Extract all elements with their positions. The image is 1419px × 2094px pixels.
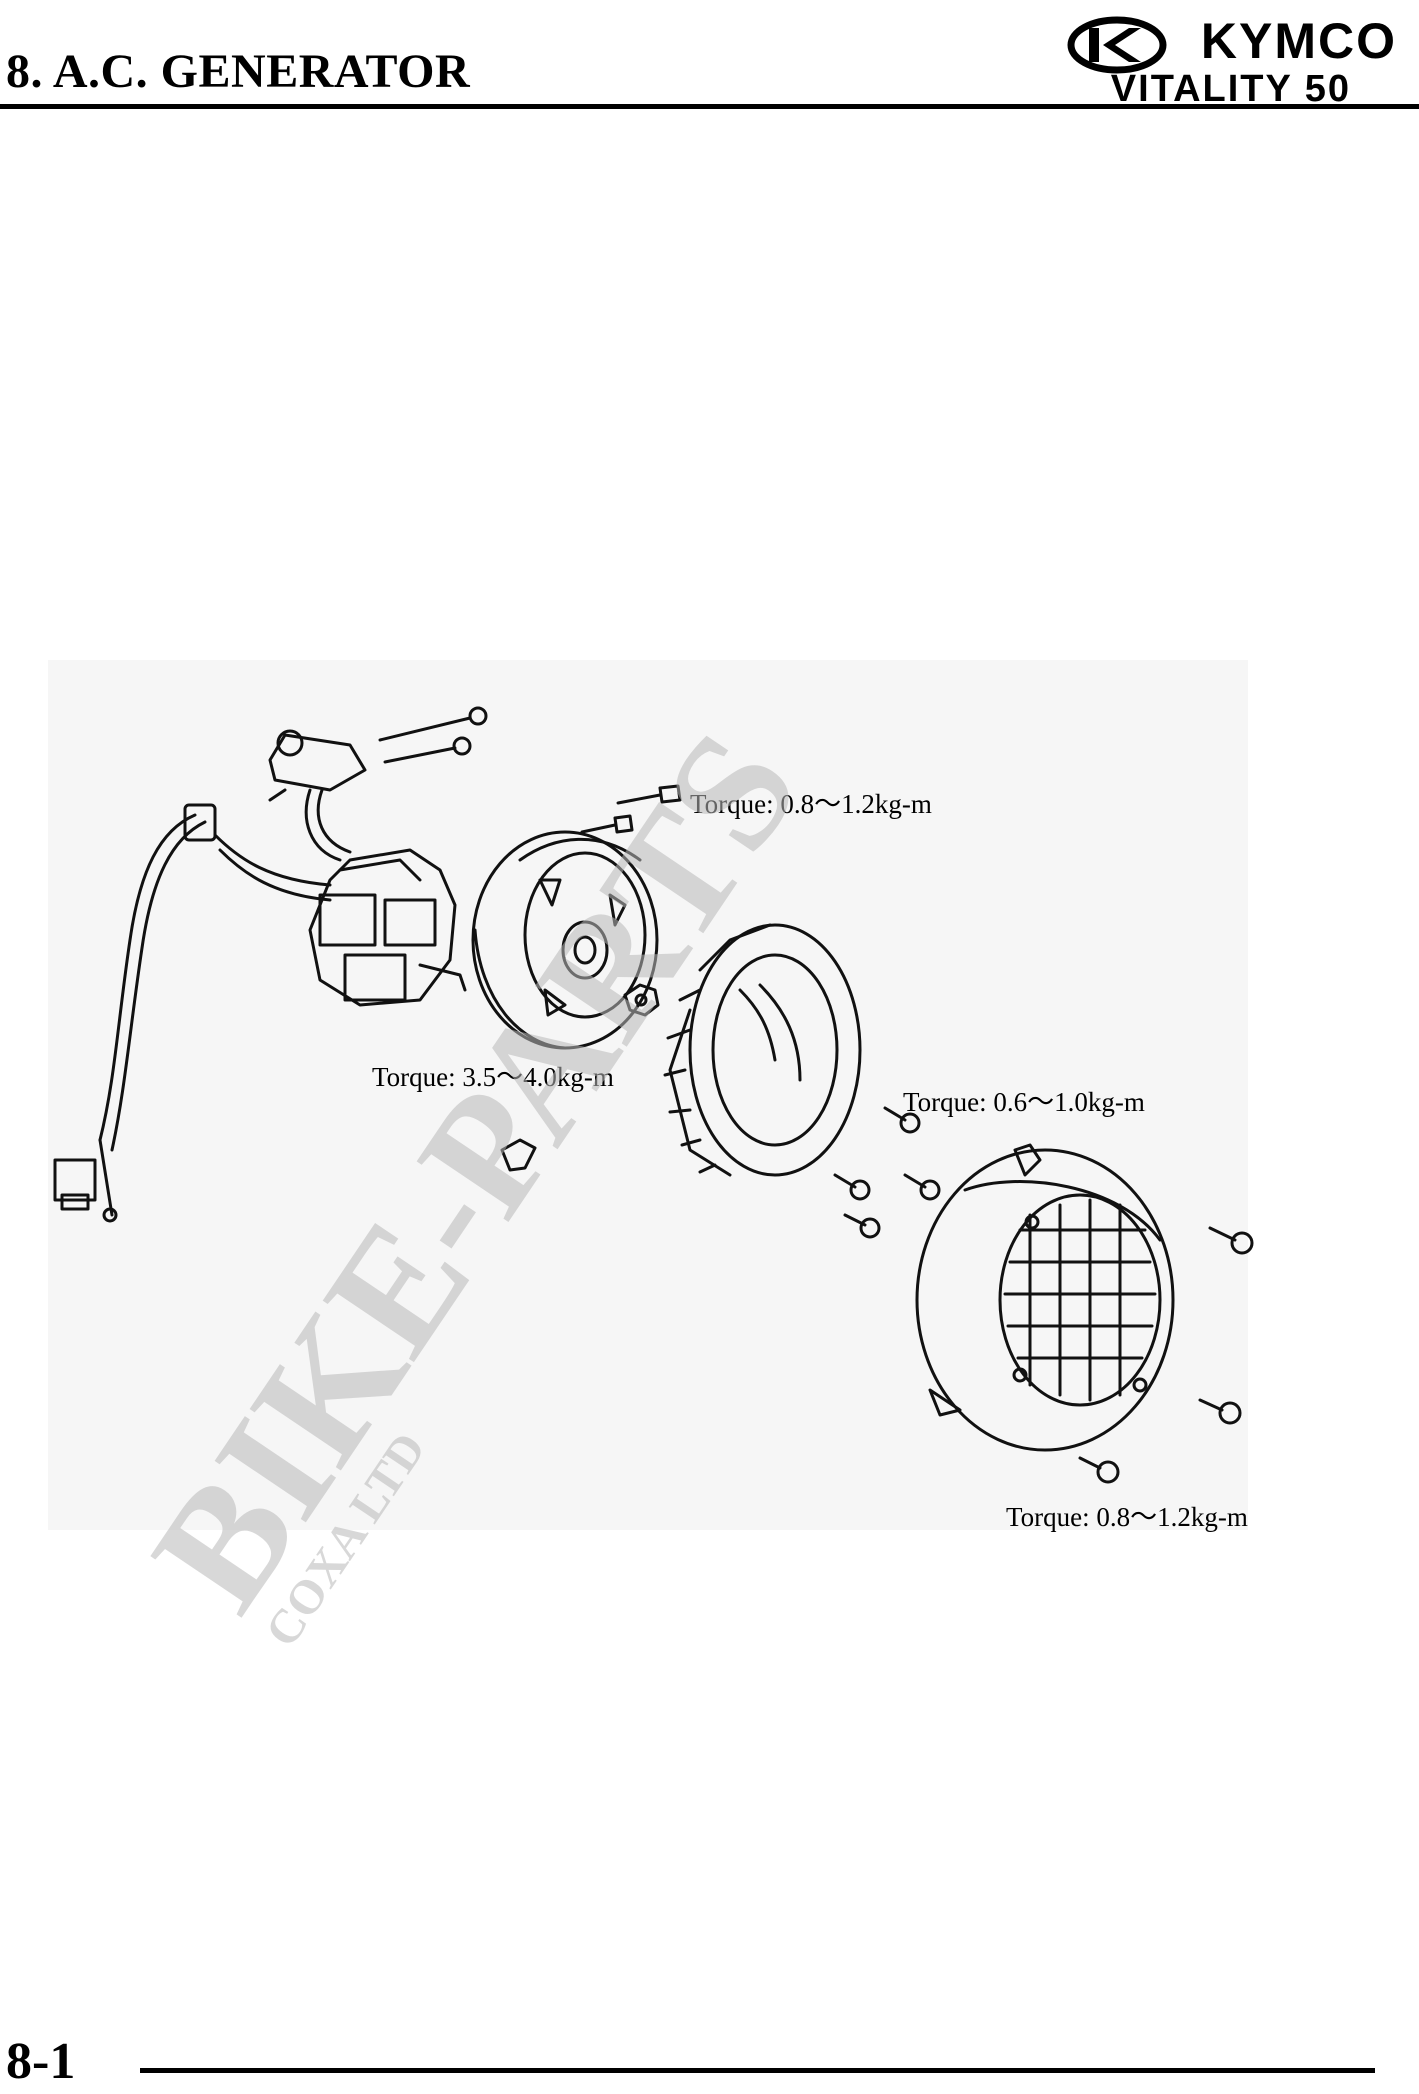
torque-label: Torque: 0.8～1.2kg-m <box>1006 1502 1248 1532</box>
torque-label: Torque: 0.6～1.0kg-m <box>903 1087 1145 1117</box>
header-divider <box>0 104 1419 109</box>
wire-harness <box>98 788 352 1152</box>
footer-divider <box>140 2068 1375 2073</box>
flywheel-bolts <box>580 784 682 834</box>
connector <box>53 1138 118 1223</box>
cooling-fan <box>663 923 862 1177</box>
pulser-bolts <box>378 706 488 764</box>
diagram-background <box>48 660 1248 1530</box>
kymco-logo-icon <box>1067 16 1167 74</box>
brand-name: KYMCO <box>1200 13 1397 69</box>
flywheel <box>471 830 659 1050</box>
fan-bolts <box>833 1106 941 1239</box>
pulser-coil <box>268 729 367 802</box>
stator <box>308 848 467 1007</box>
fan-cover <box>915 1143 1175 1452</box>
model-name: VITALITY 50 <box>1110 68 1351 110</box>
flywheel-nut <box>623 983 660 1017</box>
woodruff-key <box>500 1138 537 1172</box>
brand-logo-block: KYMCO VITALITY 50 <box>1067 8 1407 110</box>
page-number: 8-1 <box>6 2033 76 2090</box>
fan-cover-bolts <box>1078 1226 1254 1484</box>
torque-label: Torque: 0.8～1.2kg-m <box>690 789 932 819</box>
page-title: 8. A.C. GENERATOR <box>6 45 471 98</box>
torque-label: Torque: 3.5～4.0kg-m <box>372 1062 614 1092</box>
